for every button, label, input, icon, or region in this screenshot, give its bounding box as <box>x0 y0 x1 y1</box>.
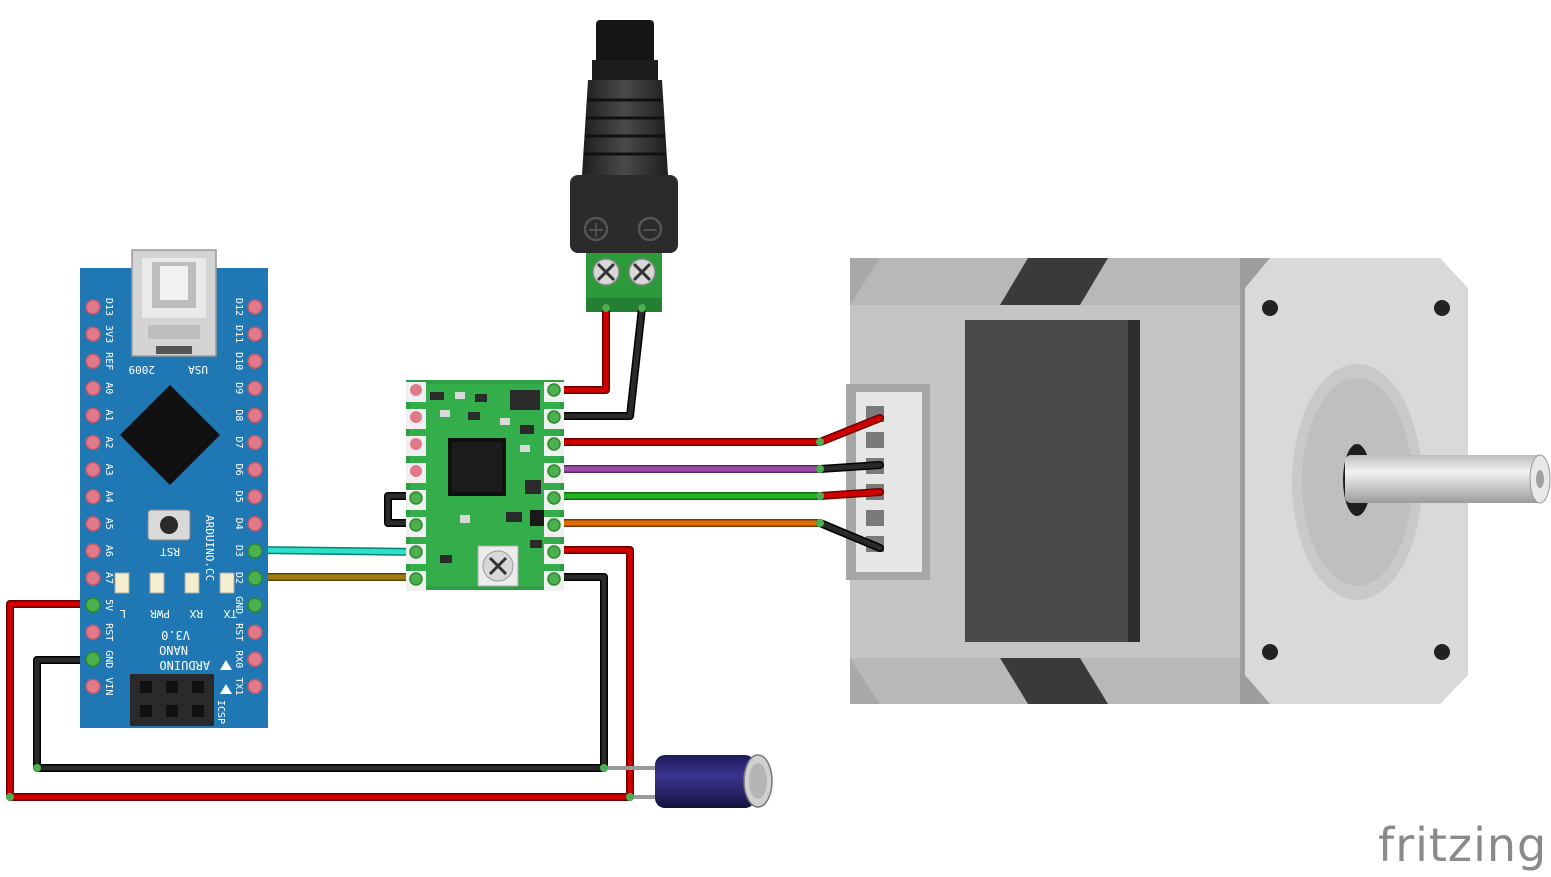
arduino-pin-gnd <box>85 651 101 668</box>
arduino-pin-label-right-d2: D2 <box>233 572 244 584</box>
icsp-label: ICSP <box>215 700 226 724</box>
arduino-pin-label-a6: A6 <box>103 545 114 557</box>
led-label-pwr: PWR <box>150 607 170 620</box>
arduino-pin-label-a7: A7 <box>103 572 114 584</box>
board-name-label: ARDUINO <box>159 658 210 672</box>
arduino-pin-label-right-d4: D4 <box>233 518 244 530</box>
arduino-pin-right-gnd <box>247 597 263 613</box>
fritzing-logo: fritzing <box>1378 818 1548 872</box>
arduino-pin-label-gnd: GND <box>103 650 114 668</box>
arduino-cc-label: ARDUINO.CC <box>203 515 216 581</box>
arduino-pin-label-d13: D13 <box>103 298 114 316</box>
arduino-pin-right-d6 <box>247 461 263 478</box>
arduino-pin-label-right-d6: D6 <box>233 464 244 476</box>
arduino-pin-a7 <box>85 570 101 586</box>
arduino-pin-a4 <box>85 488 101 505</box>
arduino-pin-right-d8 <box>247 407 263 424</box>
year-label: 2009 <box>129 363 156 376</box>
arduino-pin-label-a2: A2 <box>103 436 114 448</box>
dc-power-jack: + − <box>570 20 678 312</box>
arduino-pin-ref <box>85 353 101 369</box>
arduino-pin-label-right-d11: D11 <box>233 325 244 343</box>
wire-coil-red <box>551 414 884 446</box>
arduino-pin-right-d12 <box>247 299 263 315</box>
stepper-motor <box>846 258 1551 704</box>
arduino-pin-label-right-rx0: RX0 <box>233 650 244 668</box>
arduino-pin-a2 <box>85 434 101 451</box>
usa-label: USA <box>188 363 208 376</box>
stepper-driver-board <box>406 380 564 591</box>
arduino-pin-label-right-d9: D9 <box>233 382 244 394</box>
wire-coil-orange <box>551 519 884 552</box>
arduino-pin-label-right-d10: D10 <box>233 352 244 370</box>
arduino-pin-label-a3: A3 <box>103 464 114 476</box>
wire-vmot-red <box>551 304 610 394</box>
arduino-pin-right-tx1 <box>247 678 263 695</box>
jack-minus-symbol: − <box>641 218 659 243</box>
wire-coil-purple <box>551 461 884 473</box>
wire-vmot-gnd-black <box>551 304 646 420</box>
electrolytic-capacitor <box>655 754 773 808</box>
arduino-pin-label-3v3: 3V3 <box>103 325 114 343</box>
wires <box>6 304 884 801</box>
arduino-pin-rst <box>85 624 101 640</box>
arduino-pin-label-right-d12: D12 <box>233 298 244 316</box>
arduino-pin-label-right-d7: D7 <box>233 436 244 448</box>
led-label-tx: TX <box>223 607 237 620</box>
wire-step-cyan <box>251 546 422 556</box>
arduino-pin-right-d3 <box>247 543 263 559</box>
arduino-pin-label-right-tx1: TX1 <box>233 677 244 695</box>
arduino-pin-group <box>85 299 263 695</box>
arduino-pin-label-right-gnd: GND <box>233 596 244 614</box>
arduino-pin-right-d5 <box>247 488 263 505</box>
wire-coil-green <box>551 488 884 500</box>
arduino-pin-a0 <box>85 380 101 397</box>
board-version-label: V3.0 <box>161 628 190 642</box>
wire-vdd-red <box>6 546 634 801</box>
arduino-pin-right-d4 <box>247 516 263 532</box>
led-label-l: L <box>119 607 126 620</box>
arduino-pin-5v <box>85 597 101 613</box>
arduino-pin-label-ref: REF <box>103 352 114 370</box>
arduino-pin-right-d10 <box>247 353 263 369</box>
rst-button-label: RST <box>160 545 180 558</box>
arduino-pin-label-right-d3: D3 <box>233 545 244 557</box>
arduino-pin-label-5v: 5V <box>103 599 114 611</box>
arduino-pin-label-rst: RST <box>103 623 114 641</box>
arduino-pin-a1 <box>85 407 101 424</box>
arduino-pin-label-a5: A5 <box>103 518 114 530</box>
arduino-pin-d13 <box>85 299 101 315</box>
arduino-pin-right-d7 <box>247 434 263 451</box>
arduino-pin-3v3 <box>85 326 101 342</box>
wire-gnd-black <box>33 573 608 772</box>
jack-plus-symbol: + <box>587 218 605 243</box>
arduino-pin-right-rx0 <box>247 651 263 668</box>
arduino-pin-label-right-d5: D5 <box>233 491 244 503</box>
arduino-pin-label-right-d8: D8 <box>233 409 244 421</box>
arduino-pin-label-vin: VIN <box>103 677 114 695</box>
board-model-label: NANO <box>159 643 188 657</box>
arduino-pin-right-d2 <box>247 570 263 586</box>
arduino-pin-right-d9 <box>247 380 263 397</box>
arduino-pin-a5 <box>85 516 101 532</box>
arduino-pin-a6 <box>85 543 101 559</box>
arduino-pin-label-right-rst: RST <box>233 623 244 641</box>
arduino-pin-right-rst <box>247 624 263 640</box>
led-label-rx: RX <box>189 607 203 620</box>
arduino-pin-label-a4: A4 <box>103 491 114 503</box>
arduino-pin-label-a1: A1 <box>103 409 114 421</box>
arduino-pin-right-d11 <box>247 326 263 342</box>
wire-reset-sleep-jumper <box>384 492 420 527</box>
arduino-pin-a3 <box>85 461 101 478</box>
arduino-pin-label-a0: A0 <box>103 382 114 394</box>
arduino-pin-vin <box>85 678 101 695</box>
